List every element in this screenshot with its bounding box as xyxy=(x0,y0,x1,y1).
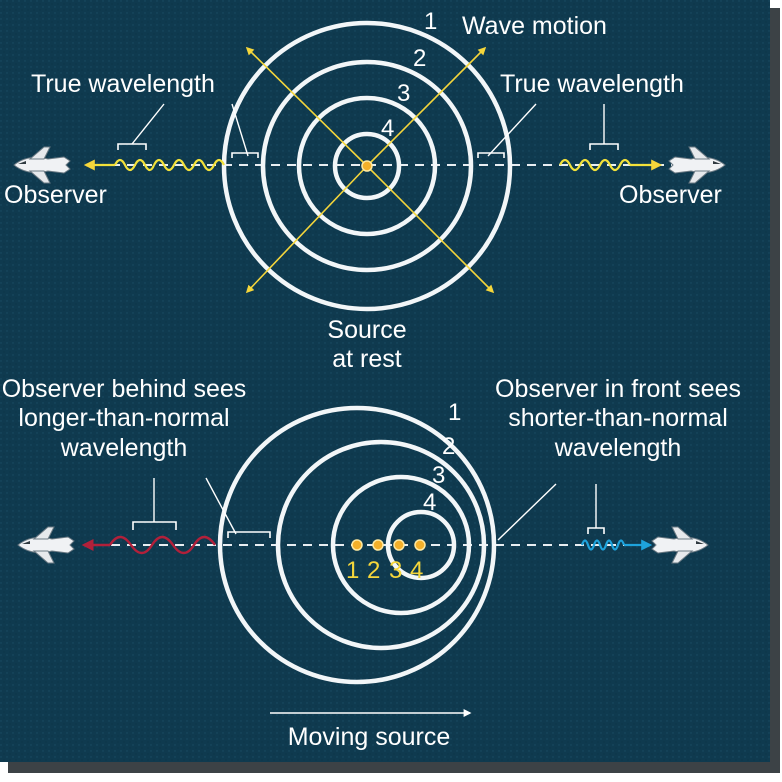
source-number-1: 1 xyxy=(346,557,359,584)
arrow-icon xyxy=(366,165,495,294)
long-wavelength-wave xyxy=(108,535,216,555)
source-dot-1 xyxy=(351,539,363,551)
source-dot-2 xyxy=(372,539,384,551)
top-wave-arrows xyxy=(245,46,495,294)
left-ring-bracket xyxy=(231,152,259,158)
left-leader-line-ring xyxy=(231,103,249,157)
top-wave-rings xyxy=(221,20,513,312)
right-caption-line2: shorter-than-normal xyxy=(508,404,728,432)
source-number-2: 2 xyxy=(367,557,380,584)
bottom-ring-4 xyxy=(385,509,457,581)
bottom-ring-number-4: 4 xyxy=(423,489,436,516)
top-ring-number-4: 4 xyxy=(381,115,394,142)
left-caption-line2: longer-than-normal xyxy=(18,404,229,432)
right-caption-line3: wavelength xyxy=(554,434,681,462)
left-true-wavelength-label: True wavelength xyxy=(31,70,215,98)
bottom-ring-1 xyxy=(217,405,497,685)
wave-motion-label: Wave motion xyxy=(462,12,607,40)
top-ring-2 xyxy=(260,59,474,273)
left-true-wave-end xyxy=(114,158,156,172)
right-ring-bracket xyxy=(477,152,505,158)
right-caption-line1: Observer in front sees xyxy=(495,375,741,403)
source-label-line2: at rest xyxy=(332,345,402,373)
top-ring-number-1: 1 xyxy=(424,8,437,35)
source-number-4: 4 xyxy=(410,557,423,584)
left-true-wave xyxy=(153,158,225,172)
source-dot-3 xyxy=(393,539,405,551)
right-true-wave xyxy=(559,158,631,172)
left-leader-line xyxy=(131,103,165,145)
diagram-background xyxy=(0,0,770,762)
right-true-wavelength-label: True wavelength xyxy=(500,70,684,98)
arrow-icon xyxy=(366,46,487,167)
bottom-ring-number-3: 3 xyxy=(432,462,445,489)
top-panel: 1 2 3 4 Wave motion True wavelength True… xyxy=(4,8,726,373)
top-ring-3 xyxy=(296,95,438,237)
arrow-icon xyxy=(245,46,368,167)
right-observer-label: Observer xyxy=(619,181,722,209)
top-ring-4 xyxy=(332,131,402,201)
left-observer-label: Observer xyxy=(4,181,107,209)
bottom-wave-rings xyxy=(217,405,497,685)
short-wavelength-wave xyxy=(580,539,626,551)
left-caption-line1: Observer behind sees xyxy=(2,375,247,403)
bottom-ring-2 xyxy=(275,439,487,651)
moving-source-label: Moving source xyxy=(288,723,451,751)
bottom-ring-number-1: 1 xyxy=(448,399,461,426)
left-caption-line3: wavelength xyxy=(60,434,187,462)
bottom-panel: 1 2 3 4 1 2 3 4 Observer behind sees lon… xyxy=(2,375,741,751)
top-source-dot xyxy=(361,160,373,172)
top-ring-number-2: 2 xyxy=(413,45,426,72)
right-leader-line-ring xyxy=(487,103,537,157)
source-number-3: 3 xyxy=(389,557,402,584)
top-ring-number-3: 3 xyxy=(397,80,410,107)
source-label-line1: Source xyxy=(327,316,406,344)
moving-source-dots xyxy=(351,539,426,551)
source-dot-4 xyxy=(414,539,426,551)
bottom-ring-number-2: 2 xyxy=(442,433,455,460)
left-caption-leader-ring xyxy=(205,477,237,535)
left-ring-spacing-bracket xyxy=(227,531,271,538)
top-ring-1 xyxy=(221,20,513,312)
arrow-icon xyxy=(245,165,368,294)
right-caption-leader-ring xyxy=(497,483,557,541)
bottom-ring-3 xyxy=(330,474,472,616)
